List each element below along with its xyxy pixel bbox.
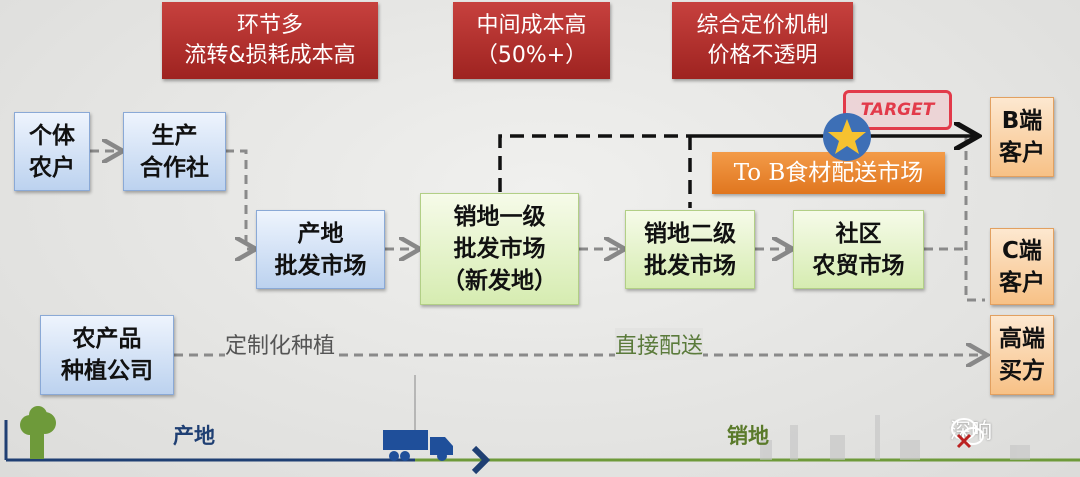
node-label: 社区: [835, 220, 882, 247]
watermark-text: 深响: [950, 419, 992, 443]
node-label: 批发市场: [453, 236, 546, 262]
node-label: 客户: [999, 140, 1045, 166]
node-label: 产地: [297, 220, 344, 247]
node-c-client: C端客户: [990, 228, 1054, 305]
problem-title: 环节多: [236, 12, 303, 38]
problem-card-many-links: 环节多流转&损耗成本高: [162, 2, 378, 79]
problem-detail: 流转&损耗成本高: [184, 42, 356, 68]
node-community-market: 社区农贸市场: [793, 210, 924, 289]
node-label: 批发市场: [274, 252, 367, 279]
target-badge: TARGET: [843, 90, 952, 130]
node-label: B端: [1001, 108, 1043, 134]
node-secondary-wholesale-market: 销地二级批发市场: [625, 210, 755, 289]
direct-delivery-label: 直接配送: [615, 328, 704, 360]
broccoli-icon: [20, 406, 56, 459]
star-icon: [823, 113, 871, 161]
problem-title: 中间成本高: [476, 12, 587, 38]
node-planting-company: 农产品种植公司: [40, 315, 174, 395]
node-label: 农产品: [72, 326, 142, 352]
custom-planting-label: 定制化种植: [225, 328, 336, 360]
tob-delivery-market-label: To B食材配送市场: [712, 152, 945, 194]
truck-icon: [383, 430, 453, 461]
node-label: 客户: [999, 269, 1045, 296]
problem-card-pricing: 综合定价机制价格不透明: [672, 2, 853, 79]
chevron-right-icon: [471, 445, 491, 475]
node-premium-buyer: 高端买方: [990, 315, 1054, 395]
node-label: 销地二级: [644, 220, 736, 247]
problem-card-middle-cost: 中间成本高 （50%+）: [453, 2, 610, 79]
problem-detail: 价格不透明: [707, 42, 818, 68]
node-b-client: B端客户: [990, 97, 1054, 177]
node-origin-wholesale-market: 产地批发市场: [256, 210, 385, 289]
node-label: 个体: [29, 122, 75, 149]
destination-label: 销地: [727, 424, 769, 448]
watermark: 深响: [950, 415, 992, 449]
node-cooperative: 生产合作社: [123, 112, 226, 191]
node-label: 买方: [999, 358, 1045, 384]
city-skyline-icon: [760, 415, 1030, 460]
problem-title: 综合定价机制: [696, 12, 829, 38]
node-label: （新发地）: [442, 268, 557, 294]
node-individual-farmer: 个体农户: [14, 112, 90, 191]
node-label: 农户: [29, 154, 75, 181]
node-label: 种植公司: [61, 358, 153, 384]
wechat-icon: [951, 418, 984, 449]
node-label: 生产: [151, 122, 198, 149]
node-primary-wholesale-market: 销地一级批发市场 （新发地）: [420, 193, 579, 305]
node-label: C端: [1002, 237, 1042, 264]
node-label: 农贸市场: [812, 252, 905, 279]
problem-detail: （50%+）: [475, 42, 588, 68]
node-label: 销地一级: [453, 204, 546, 230]
node-label: 批发市场: [644, 252, 736, 279]
node-label: 高端: [999, 326, 1045, 352]
origin-label: 产地: [173, 424, 215, 448]
node-label: 合作社: [140, 154, 209, 181]
